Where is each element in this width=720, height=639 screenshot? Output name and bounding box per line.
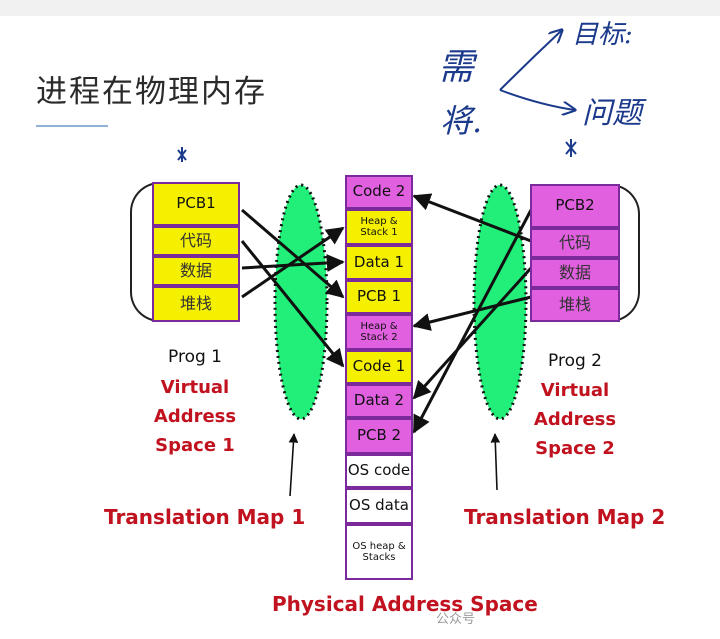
prog1-space-label: Virtual Address Space 1 <box>140 374 250 460</box>
phys-block-pcb-1: PCB 1 <box>345 280 413 314</box>
phys-block-os-code: OS code <box>345 454 413 488</box>
phys-block-data-2: Data 2 <box>345 384 413 418</box>
translation-map-2-label: Translation Map 2 <box>464 505 666 529</box>
handwriting-left-2: 将. <box>440 102 483 140</box>
arrow-data1 <box>241 253 345 272</box>
prog2-space-line-3: Space 2 <box>535 437 615 459</box>
top-strip <box>0 0 720 16</box>
phys-block-os-data: OS data <box>345 488 413 524</box>
phys-block-pcb-2: PCB 2 <box>345 418 413 454</box>
page-title: 进程在物理内存 <box>36 74 267 110</box>
prog1-cell-data: 数据 <box>152 256 240 286</box>
prog2-cell-data: 数据 <box>530 258 620 288</box>
handwritten-branch-upper <box>499 30 562 91</box>
prog2-cell-code: 代码 <box>530 228 620 258</box>
handwritten-star-right <box>565 139 577 157</box>
handwriting-upper: 目标: <box>572 20 633 50</box>
prog1-space-line-2: Address <box>153 405 237 427</box>
physical-space-label: Physical Address Space <box>272 592 538 616</box>
arrow-pcb2 <box>412 209 533 434</box>
prog2-space-line-1: Virtual <box>540 380 610 401</box>
phys-block-code-1: Code 1 <box>345 350 413 384</box>
prog1-cell-stack: 堆栈 <box>152 286 240 322</box>
phys-block-code-2: Code 2 <box>345 175 413 209</box>
prog2-cell-stack: 堆栈 <box>530 288 620 322</box>
prog1-space-line-3: Space 1 <box>155 434 235 456</box>
prog2-space-label: Virtual Address Space 2 <box>520 377 630 463</box>
prog1-cell-pcb: PCB1 <box>152 182 240 226</box>
prog2-cell-pcb: PCB2 <box>530 184 620 228</box>
translation-map-1-label: Translation Map 1 <box>104 505 306 529</box>
translation-map-1-ellipse <box>273 183 329 421</box>
handwritten-branch-lower <box>499 89 575 110</box>
prog1-space-line-1: Virtual <box>160 377 230 398</box>
handwritten-star-left <box>177 147 187 162</box>
handwriting-left-1: 需 <box>438 47 475 88</box>
arrow-code1 <box>240 240 345 368</box>
arrow-code2 <box>412 193 532 243</box>
phys-block-heap-stack-2: Heap & Stack 2 <box>345 314 413 350</box>
phys-block-os-heap-stacks: OS heap & Stacks <box>345 524 413 580</box>
title-underline <box>36 125 108 127</box>
watermark: 公众号 <box>436 612 476 627</box>
pointer-map-1 <box>288 433 299 497</box>
prog1-name: Prog 1 <box>168 347 222 367</box>
phys-block-heap-stack-1: Heap & Stack 1 <box>345 209 413 245</box>
pointer-map-2 <box>490 433 501 491</box>
phys-block-data-1: Data 1 <box>345 245 413 280</box>
prog2-space-line-2: Address <box>533 408 617 430</box>
prog2-name: Prog 2 <box>548 351 602 371</box>
arrow-pcb1 <box>241 208 345 299</box>
handwriting-lower: 问题 <box>582 96 642 131</box>
arrow-stack2 <box>412 295 532 331</box>
arrow-data2 <box>412 266 533 400</box>
prog1-cell-code: 代码 <box>152 226 240 256</box>
arrow-stack1 <box>241 226 345 299</box>
